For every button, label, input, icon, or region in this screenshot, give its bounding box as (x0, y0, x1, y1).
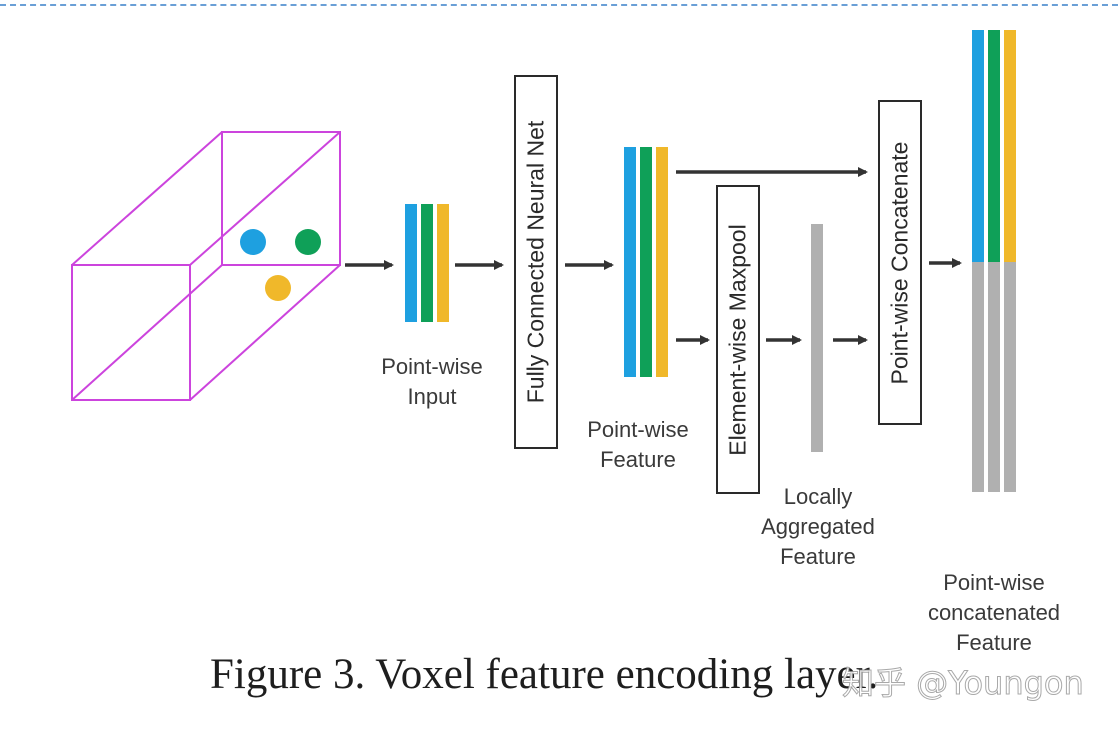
point-wise-feature-label: Point-wise Feature (568, 415, 708, 475)
label-line: Point-wise (587, 417, 689, 442)
concatenate-label: Point-wise Concatenate (886, 141, 913, 384)
label-line: Input (407, 384, 457, 409)
concatenated-feature-label: Point-wise concatenated Feature (904, 568, 1084, 658)
concat-bar-blue (972, 30, 984, 262)
input-bar-blue (405, 204, 417, 322)
label-line: Feature (956, 630, 1032, 655)
label-line: Locally (783, 484, 853, 509)
label-line: Point-wise (381, 354, 483, 379)
voxel-edge (71, 131, 223, 266)
voxel-back-face (221, 131, 341, 266)
concatenate-box: Point-wise Concatenate (878, 100, 922, 425)
figure-caption: Figure 3. Voxel feature encoding layer. (210, 651, 879, 698)
concat-bar-gray-2 (988, 262, 1000, 492)
concat-bar-yellow (1004, 30, 1016, 262)
label-line: concatenated (927, 600, 1061, 625)
concat-bar-green (988, 30, 1000, 262)
locally-aggregated-label: Locally Aggregated Feature (738, 482, 898, 572)
voxel-front-face (71, 264, 191, 401)
maxpool-label: Element-wise Maxpool (724, 223, 751, 456)
point-blue (240, 229, 266, 255)
fully-connected-label: Fully Connected Neural Net (522, 120, 549, 404)
input-bar-green (421, 204, 433, 322)
label-line: Aggregated (761, 514, 875, 539)
point-green (295, 229, 321, 255)
watermark: 知乎 @Youngon (842, 664, 1085, 703)
label-line: Feature (600, 447, 676, 472)
feature-bar-blue (624, 147, 636, 377)
aggregated-feature-bar (811, 224, 823, 452)
voxel-edge (189, 264, 341, 401)
point-wise-input-label: Point-wise Input (362, 352, 502, 412)
voxel-edge (189, 131, 341, 266)
top-dashed-border (0, 4, 1118, 6)
concat-bar-gray-3 (1004, 262, 1016, 492)
label-line: Point-wise (943, 570, 1045, 595)
point-yellow (265, 275, 291, 301)
point-wise-feature-bars (624, 147, 668, 377)
voxel-box (71, 131, 341, 401)
label-line: Feature (780, 544, 856, 569)
input-bar-yellow (437, 204, 449, 322)
point-wise-input-bars (405, 204, 449, 322)
fully-connected-box: Fully Connected Neural Net (514, 75, 558, 449)
feature-bar-yellow (656, 147, 668, 377)
voxel-edge (71, 264, 223, 401)
maxpool-box: Element-wise Maxpool (716, 185, 760, 494)
feature-bar-green (640, 147, 652, 377)
concat-bar-gray-1 (972, 262, 984, 492)
concatenated-feature-bars (972, 30, 1016, 492)
